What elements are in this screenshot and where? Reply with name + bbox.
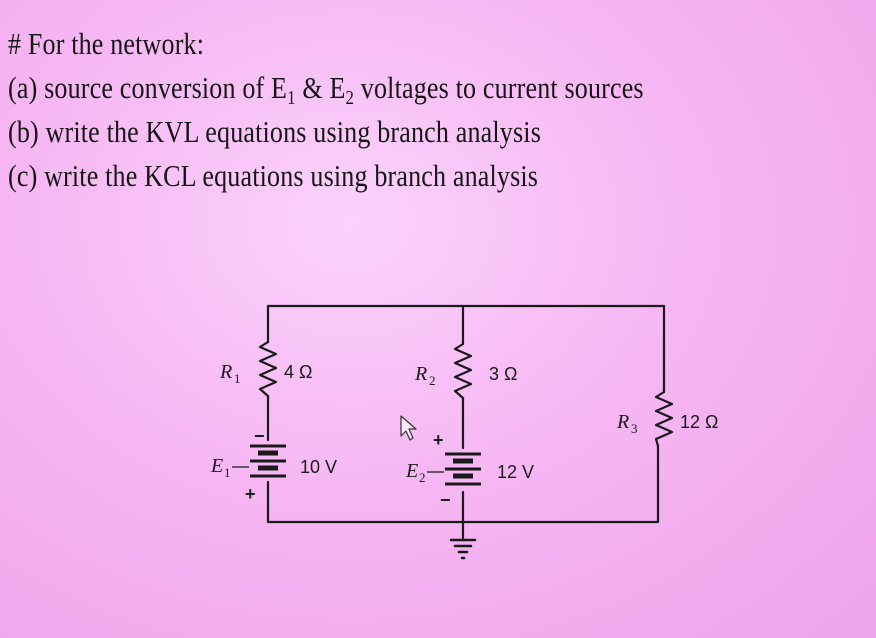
battery-e1	[250, 444, 286, 478]
resistor-r3	[654, 390, 674, 448]
e2-top-polarity: +	[433, 430, 444, 450]
battery-e2	[445, 452, 481, 486]
part-b: (b) write the KVL equations using branch…	[8, 110, 735, 154]
r1-value: 4 Ω	[284, 362, 312, 382]
problem-heading: # For the network:	[8, 22, 735, 66]
e1-bottom-polarity: +	[245, 484, 256, 504]
r1-label: R	[219, 361, 232, 383]
part-c-text: (c) write the KCL equations using branch…	[8, 158, 539, 193]
r3-value: 12 Ω	[680, 412, 718, 432]
r2-subscript: 2	[429, 373, 436, 388]
r3-label: R	[616, 411, 629, 433]
problem-text: # For the network: (a) source conversion…	[8, 22, 874, 198]
part-a-e2-subscript: 2	[345, 87, 355, 109]
r3-subscript: 3	[631, 421, 638, 436]
part-c: (c) write the KCL equations using branch…	[8, 154, 735, 198]
e1-value: 10 V	[300, 457, 337, 477]
resistor-r1	[258, 340, 278, 398]
heading-text: # For the network:	[8, 26, 205, 61]
r2-label: R	[414, 363, 427, 385]
e2-label: E	[405, 460, 418, 482]
e1-label: E	[210, 455, 223, 477]
ground-symbol	[449, 538, 477, 560]
e1-subscript: 1	[224, 465, 231, 480]
r2-value: 3 Ω	[489, 364, 517, 384]
part-b-text: (b) write the KVL equations using branch…	[8, 114, 542, 149]
resistor-r2	[453, 342, 473, 400]
e2-bottom-polarity: −	[440, 490, 451, 510]
e2-value: 12 V	[497, 462, 534, 482]
part-a-suffix: voltages to current sources	[354, 70, 644, 105]
mouse-cursor-icon	[400, 415, 417, 441]
part-a: (a) source conversion of E1 & E2 voltage…	[8, 66, 735, 110]
part-a-mid: & E	[295, 70, 346, 105]
part-a-prefix: (a) source conversion of E	[8, 70, 288, 105]
e2-subscript: 2	[419, 470, 426, 485]
r1-subscript: 1	[234, 371, 241, 386]
e1-top-polarity: −	[254, 426, 265, 446]
part-a-e1-subscript: 1	[287, 87, 296, 109]
